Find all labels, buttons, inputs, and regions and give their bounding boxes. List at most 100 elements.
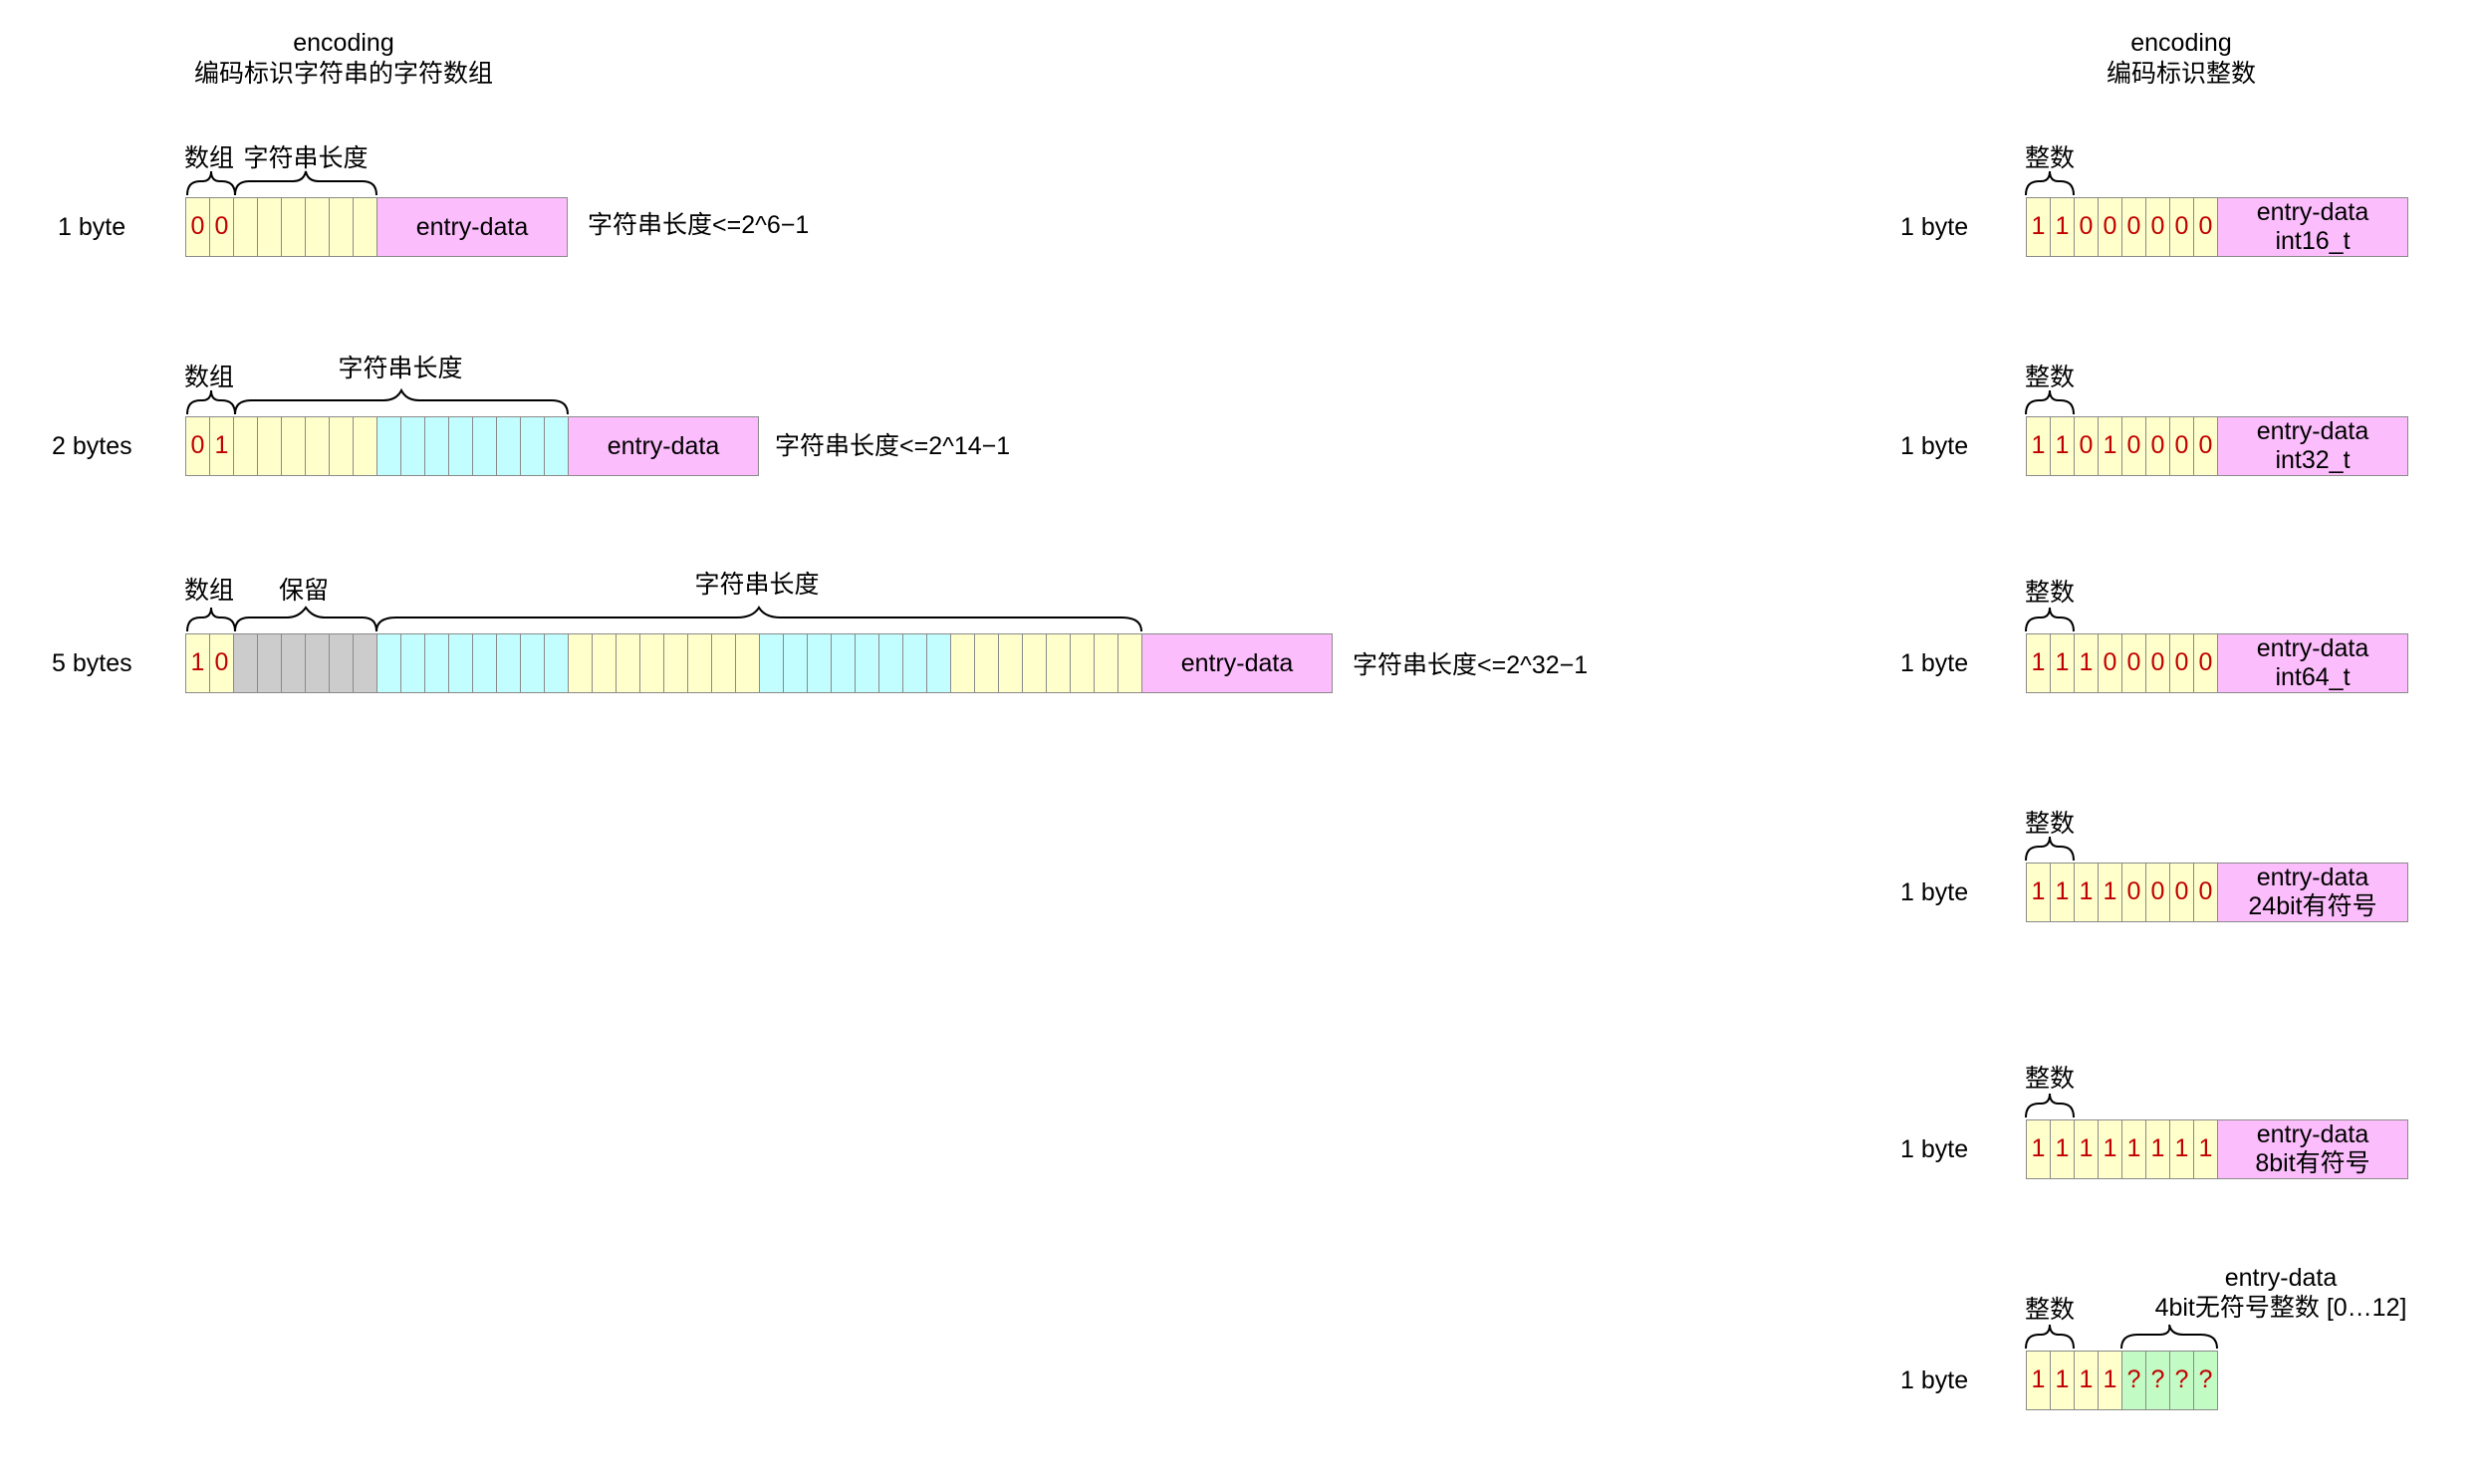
brace-l1-length (234, 170, 377, 196)
right-row6-bit-cell: ? (2121, 1351, 2146, 1410)
right-row6-bit-cell: ? (2145, 1351, 2170, 1410)
brace-l3-length (375, 606, 1142, 632)
left-row1-length-label: 字符串长度 (243, 144, 369, 172)
right-row4-entry-line2: 24bit有符号 (2248, 892, 2377, 920)
left-row3-bit-cell (520, 633, 545, 693)
right-title-line1: encoding (2130, 29, 2232, 57)
right-row5-bit-cell: 1 (2145, 1119, 2170, 1179)
right-row5-bit-cell: 1 (2050, 1119, 2075, 1179)
right-row4-entry-data: entry-data 24bit有符号 (2217, 863, 2408, 922)
left-row1-entry-data: entry-data (376, 197, 568, 257)
left-row3-bit-cell (807, 633, 832, 693)
right-row5-integer-label: 整数 (2024, 1065, 2075, 1093)
right-row2-size-label: 1 byte (1900, 432, 1969, 460)
left-row3-bit-cell (855, 633, 879, 693)
right-row2-bit-cell: 0 (2121, 416, 2146, 476)
left-row3-bit-cell (878, 633, 903, 693)
left-row3-bit-cell (257, 633, 282, 693)
right-row6-bit-cell: 1 (2074, 1351, 2099, 1410)
left-row3-bit-cell (783, 633, 808, 693)
left-row2-bit-cell (329, 416, 354, 476)
left-row2-bit-cell (400, 416, 425, 476)
right-row2-bit-cell: 0 (2169, 416, 2194, 476)
right-row3-bit-cell: 1 (2074, 633, 2099, 693)
brace-l2-length (234, 387, 569, 415)
brace-r1-integer (2025, 170, 2075, 196)
right-row1-entry-data: entry-data int16_t (2217, 197, 2408, 257)
left-row1-bit-cell (233, 197, 258, 257)
left-row3-bit-cell (735, 633, 760, 693)
right-row1-bit-cell: 0 (2169, 197, 2194, 257)
left-row1-entry-label: entry-data (415, 212, 529, 241)
right-row5-size-label: 1 byte (1900, 1135, 1969, 1163)
left-row3-bit-cell (448, 633, 473, 693)
right-row2-integer-label: 整数 (2024, 364, 2075, 391)
right-row1-bit-cell: 0 (2074, 197, 2099, 257)
left-row3-bit-cell (1070, 633, 1095, 693)
left-row3-length-label: 字符串长度 (694, 571, 820, 599)
left-row2-bit-cell (496, 416, 521, 476)
right-row3-bit-cell: 0 (2098, 633, 2122, 693)
left-row2-bit-cell (233, 416, 258, 476)
right-row3-entry-line1: entry-data (2256, 634, 2369, 662)
left-row3-bit-cell (424, 633, 449, 693)
right-row1-bit-cell: 1 (2026, 197, 2051, 257)
left-row2-bit-cell (353, 416, 377, 476)
left-row3-bit-cell (759, 633, 784, 693)
right-row5-entry-line1: entry-data (2256, 1120, 2369, 1148)
right-row4-bit-cell: 0 (2121, 863, 2146, 922)
left-row3-bit-cell (663, 633, 688, 693)
left-row2-entry-data: entry-data (568, 416, 759, 476)
left-row2-bit-cell (305, 416, 330, 476)
right-row3-integer-label: 整数 (2024, 579, 2075, 607)
left-row3-bit-cell (568, 633, 593, 693)
right-row2-bit-cell: 0 (2074, 416, 2099, 476)
left-row3-bit-cell (544, 633, 569, 693)
right-row5-entry-line2: 8bit有符号 (2255, 1149, 2370, 1177)
right-row3-bit-cell: 0 (2169, 633, 2194, 693)
left-row3-bit-cell (974, 633, 999, 693)
brace-r4-integer (2025, 836, 2075, 862)
left-row1-bit-cell (305, 197, 330, 257)
left-row3-bit-cell: 1 (185, 633, 210, 693)
left-row3-note: 字符串长度<=2^32−1 (1353, 651, 1589, 679)
left-title-line1: encoding (293, 29, 394, 57)
right-row3-bit-cell: 1 (2050, 633, 2075, 693)
left-row1-note: 字符串长度<=2^6−1 (588, 211, 810, 239)
brace-l3-reserved (234, 606, 377, 632)
left-row3-bit-cell (639, 633, 664, 693)
brace-l2-array (186, 389, 236, 415)
right-row2-bit-cell: 0 (2193, 416, 2218, 476)
left-row2-bit-cell (281, 416, 306, 476)
left-row2-note: 字符串长度<=2^14−1 (775, 432, 1011, 460)
right-row4-bit-cell: 0 (2145, 863, 2170, 922)
right-row2-bit-cell: 1 (2098, 416, 2122, 476)
right-row4-size-label: 1 byte (1900, 878, 1969, 906)
left-row3-bit-cell (950, 633, 975, 693)
right-row4-integer-label: 整数 (2024, 810, 2075, 838)
left-row3-bit-cell (305, 633, 330, 693)
right-row3-entry-line2: int64_t (2275, 663, 2351, 691)
brace-r6-entry (2120, 1324, 2218, 1350)
right-row6-bit-cell: ? (2169, 1351, 2194, 1410)
right-row5-entry-data: entry-data 8bit有符号 (2217, 1119, 2408, 1179)
right-row4-bit-cell: 0 (2169, 863, 2194, 922)
brace-l1-array (186, 170, 236, 196)
brace-r5-integer (2025, 1093, 2075, 1118)
right-row6-bit-cell: 1 (2050, 1351, 2075, 1410)
right-row1-integer-label: 整数 (2024, 144, 2075, 172)
right-row6-entry-line1: entry-data (2224, 1264, 2338, 1292)
right-row2-bit-cell: 0 (2145, 416, 2170, 476)
left-row1-array-label: 数组 (183, 144, 234, 172)
right-row4-entry-line1: entry-data (2256, 864, 2369, 891)
right-row4-bit-cell: 0 (2193, 863, 2218, 922)
left-row2-bit-cell (472, 416, 497, 476)
right-row4-bit-cell: 1 (2026, 863, 2051, 922)
left-row3-bit-cell (831, 633, 856, 693)
brace-r2-integer (2025, 389, 2075, 415)
right-row6-entry-line2: 4bit无符号整数 [0…12] (2154, 1294, 2407, 1322)
right-row4-bit-cell: 1 (2050, 863, 2075, 922)
right-row1-entry-line1: entry-data (2256, 198, 2369, 226)
left-row3-bit-cell (329, 633, 354, 693)
right-row3-bit-cell: 0 (2121, 633, 2146, 693)
